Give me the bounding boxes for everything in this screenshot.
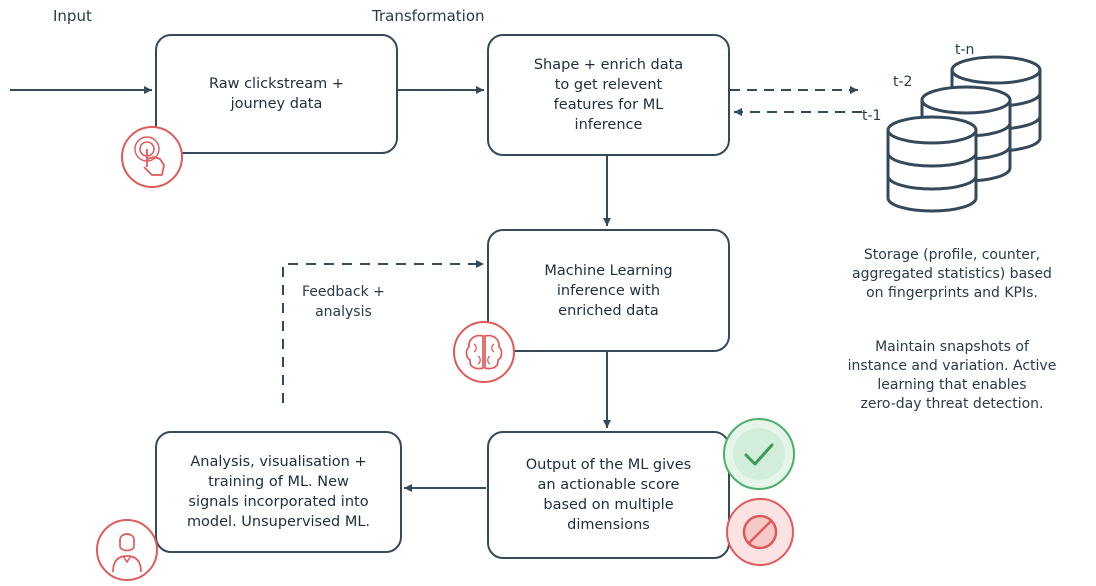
output-label: Output of the ML gives an actionable sco… [525, 457, 692, 533]
storage-description: Storage (profile, counter, aggregated st… [852, 247, 1052, 301]
ml-inference-box: Machine Learning inference with enriched… [487, 229, 730, 352]
shape-data-box: Shape + enrich data to get relevent feat… [487, 34, 730, 156]
storage-label-tn: t-n [955, 42, 975, 58]
block-icon [725, 497, 795, 567]
analysis-box: Analysis, visualisation + training of ML… [155, 431, 402, 553]
output-box: Output of the ML gives an actionable sco… [487, 431, 730, 559]
transformation-heading: Transformation [372, 7, 485, 25]
user-icon [95, 518, 159, 582]
shape-data-label: Shape + enrich data to get relevent feat… [533, 57, 684, 133]
check-icon [722, 417, 796, 491]
storage-label-t1: t-1 [862, 108, 882, 124]
snapshot-description: Maintain snapshots of instance and varia… [847, 339, 1057, 412]
raw-data-label: Raw clickstream + journey data [208, 76, 345, 112]
ml-inference-label: Machine Learning inference with enriched… [544, 262, 673, 319]
raw-data-box: Raw clickstream + journey data [155, 34, 398, 154]
feedback-label: Feedback + analysis [302, 284, 385, 320]
feedback-arrow [282, 260, 484, 403]
storage-label-t2: t-2 [893, 74, 913, 90]
touch-icon [120, 125, 184, 189]
analysis-label: Analysis, visualisation + training of ML… [186, 454, 371, 530]
input-heading: Input [53, 7, 92, 25]
brain-icon [452, 320, 516, 384]
